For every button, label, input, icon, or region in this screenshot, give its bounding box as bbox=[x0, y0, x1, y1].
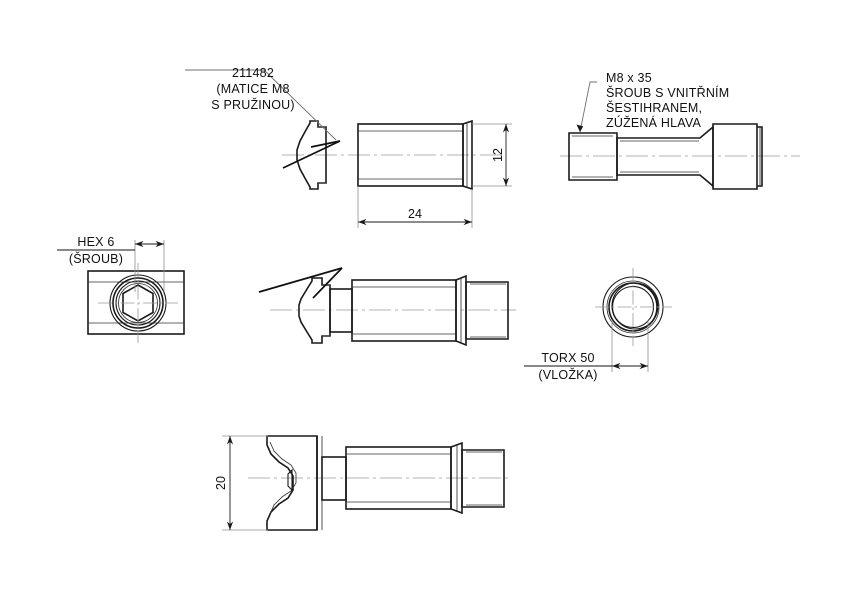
bolt-label-line4: ZÚŽENÁ HLAVA bbox=[606, 115, 701, 130]
hex-label-line1: HEX 6 bbox=[77, 235, 114, 249]
fork-slot-tongue bbox=[287, 468, 293, 492]
torx-label-line2: (VLOŽKA) bbox=[538, 367, 597, 382]
bolt-head bbox=[712, 123, 758, 190]
nut-leader-pointer-tail bbox=[310, 140, 341, 148]
bolt-shank bbox=[616, 125, 714, 188]
assembly-cone-body bbox=[298, 277, 331, 344]
hex-circle-mid bbox=[112, 277, 164, 329]
fork-end-boss bbox=[461, 449, 505, 508]
torx-end-view: TORX 50 (VLOŽKA) bbox=[524, 268, 672, 382]
bolt-label-line2: ŠROUB S VNITŘNÍM bbox=[606, 85, 729, 100]
nut-leader-line bbox=[185, 69, 337, 141]
dim20-value: 20 bbox=[214, 476, 228, 490]
fork-bracket-body bbox=[266, 435, 318, 531]
fork-end-ring bbox=[450, 441, 463, 515]
nut-label-line2: (MATICE M8 bbox=[216, 82, 289, 96]
fork-assembly-view: 20 bbox=[214, 435, 512, 531]
assembly-cone-pointer-tail bbox=[312, 267, 343, 299]
dim12-value: 12 bbox=[491, 148, 505, 162]
bolt-thread-end bbox=[568, 132, 618, 181]
assembly-collar bbox=[329, 288, 353, 333]
hex-circle-socket-edge bbox=[118, 283, 158, 323]
bolt-head-chamfer bbox=[757, 126, 763, 187]
hex-view-body-rect bbox=[87, 270, 185, 335]
nut-side-view: 211482 (MATICE M8 S PRUŽINOU) 12 24 bbox=[185, 66, 512, 228]
assembly-shaft-body bbox=[351, 279, 457, 342]
assembly-cone-pointer bbox=[258, 267, 343, 293]
hex-socket-end-view: HEX 6 (ŠROUB) bbox=[57, 235, 185, 343]
fork-neck bbox=[321, 456, 347, 501]
assembly-end-boss bbox=[465, 281, 509, 340]
assembly-end-ring bbox=[455, 274, 467, 347]
dim24-value: 24 bbox=[408, 207, 422, 221]
bolt-leader-line bbox=[579, 81, 597, 133]
fork-slot-inner-contour bbox=[269, 441, 297, 515]
bolt-label-line3: ŠESTIHRANEM, bbox=[606, 100, 702, 115]
bolt-leader-arrowhead bbox=[576, 124, 584, 132]
hex-label-line2: (ŠROUB) bbox=[69, 251, 123, 266]
bolt-label-line1: M8 x 35 bbox=[606, 71, 652, 85]
nut-label-line3: S PRUŽINOU) bbox=[211, 97, 294, 112]
nut-part-number: 211482 bbox=[232, 66, 274, 80]
torx-label-line1: TORX 50 bbox=[541, 351, 594, 365]
assembly-side-view bbox=[258, 267, 516, 347]
bolt-side-view: M8 x 35 ŠROUB S VNITŘNÍM ŠESTIHRANEM, ZÚ… bbox=[560, 71, 800, 190]
nut-leader-pointer bbox=[282, 140, 341, 169]
